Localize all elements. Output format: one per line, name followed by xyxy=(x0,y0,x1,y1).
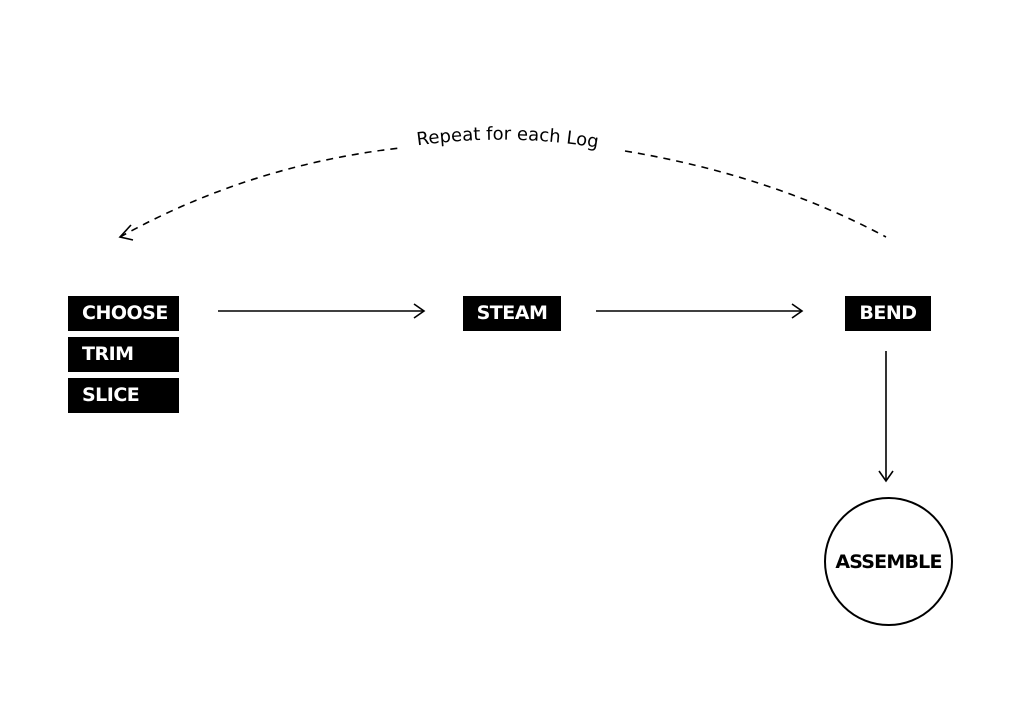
step-assemble-label: ASSEMBLE xyxy=(835,550,942,573)
arrowhead-assemble xyxy=(878,470,894,483)
step-steam-label: STEAM xyxy=(476,302,548,324)
step-trim-label: TRIM xyxy=(82,343,134,365)
loop-arc-left xyxy=(119,147,401,238)
step-bend: BEND xyxy=(845,296,931,331)
loop-arc-right xyxy=(624,150,887,238)
loop-arrowhead xyxy=(118,224,134,241)
step-choose-label: CHOOSE xyxy=(82,302,168,324)
step-slice-label: SLICE xyxy=(82,384,140,406)
step-bend-label: BEND xyxy=(859,302,917,324)
arrowhead-steam xyxy=(413,303,426,319)
step-trim: TRIM xyxy=(68,337,179,372)
step-choose: CHOOSE xyxy=(68,296,179,331)
step-slice: SLICE xyxy=(68,378,179,413)
step-steam: STEAM xyxy=(463,296,561,331)
step-assemble: ASSEMBLE xyxy=(824,497,953,626)
arrowhead-bend xyxy=(791,303,804,319)
loop-label: Repeat for each Log xyxy=(415,124,600,153)
